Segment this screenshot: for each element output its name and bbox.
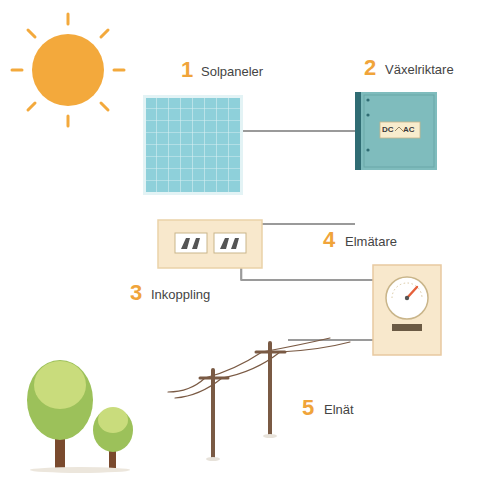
solar-panel: 1Solpaneler xyxy=(143,95,243,195)
callout-number: 1 xyxy=(181,58,193,82)
trees xyxy=(27,360,133,473)
plate-text: AC xyxy=(403,126,415,135)
part-label: Växelriktare xyxy=(385,63,454,77)
wire xyxy=(262,223,355,225)
part-label: Inkoppling xyxy=(151,288,210,302)
inverter: 2VäxelriktareDCAC xyxy=(355,92,437,170)
plate-text: DC xyxy=(382,126,394,135)
power-grid: 5Elnät xyxy=(198,335,288,460)
callout-number: 2 xyxy=(364,56,376,80)
electricity-meter xyxy=(373,265,441,355)
sun xyxy=(12,14,124,126)
power-poles xyxy=(168,338,350,461)
callout-number: 5 xyxy=(302,396,314,420)
part-label: Solpaneler xyxy=(201,65,263,79)
part-label: Elnät xyxy=(324,403,354,417)
wire xyxy=(288,339,373,341)
callout-number: 3 xyxy=(130,281,142,305)
part-label: Elmätare xyxy=(345,235,397,249)
callout-number: 4 xyxy=(323,228,335,252)
wire xyxy=(243,130,355,132)
switch-box: 3Inkoppling xyxy=(158,220,262,268)
wire xyxy=(241,268,373,280)
solar-panel xyxy=(143,95,243,195)
electricity-meter: 4Elmätare xyxy=(373,265,441,355)
switch-box xyxy=(158,220,262,268)
inverter xyxy=(355,92,437,170)
